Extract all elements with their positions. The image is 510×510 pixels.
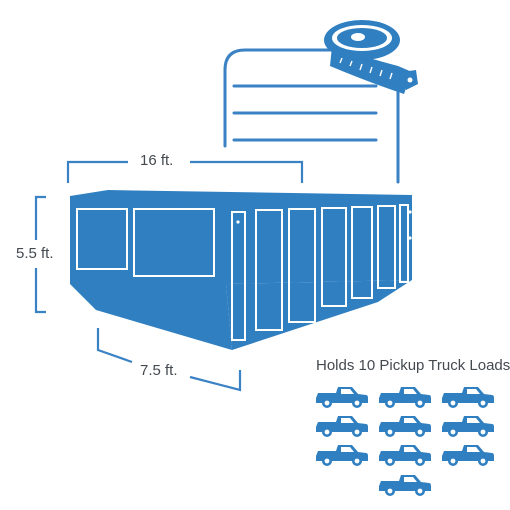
width-label: 7.5 ft. [140, 362, 178, 379]
tape-measure-icon [324, 20, 418, 94]
pickup-truck-icon [316, 387, 368, 408]
pickup-truck-icon [442, 387, 494, 408]
pickup-truck-icon [379, 416, 431, 437]
pickup-truck-icon [379, 387, 431, 408]
dimension-lines [34, 160, 304, 392]
pickup-truck-icon [442, 445, 494, 466]
pickup-truck-icon [379, 445, 431, 466]
length-dimension-line [66, 160, 128, 183]
capacity-caption: Holds 10 Pickup Truck Loads [316, 357, 510, 374]
pickup-truck-icon [316, 445, 368, 466]
pickup-truck-grid [316, 387, 494, 496]
dumpster-icon [70, 190, 412, 350]
pickup-truck-icon [316, 416, 368, 437]
pickup-truck-icon [379, 475, 431, 496]
length-label: 16 ft. [140, 152, 174, 169]
pickup-truck-icon [442, 416, 494, 437]
height-label: 5.5 ft. [16, 245, 54, 262]
height-dimension-line [34, 195, 46, 240]
width-dimension-line [96, 328, 133, 364]
